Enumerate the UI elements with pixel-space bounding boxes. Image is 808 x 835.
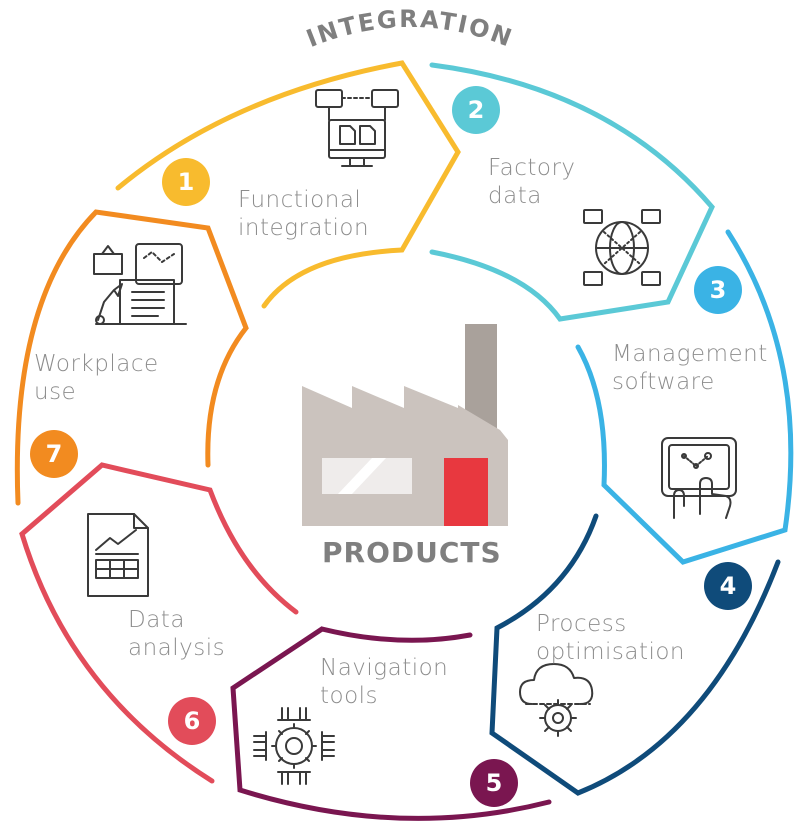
step-label-1-line2: integration <box>238 215 370 241</box>
step-label-2-line1: Factory <box>488 155 576 181</box>
step-label-6-line1: Data <box>128 607 185 633</box>
step-label-7-line1: Workplace <box>34 351 159 377</box>
step-label-1: Functional integration <box>238 186 369 242</box>
step-label-6: Data analysis <box>128 606 225 662</box>
step-label-4-line2: optimisation <box>536 639 686 665</box>
step-label-6-line2: analysis <box>128 635 226 661</box>
workstation-icon <box>93 243 187 325</box>
step-badge-7: 7 <box>30 430 78 478</box>
segment-5-arc <box>230 626 552 821</box>
step-badge-6: 6 <box>168 697 216 745</box>
computer-network-icon <box>315 89 399 167</box>
step-label-5: Navigation tools <box>320 654 448 710</box>
segment-3-arc <box>575 229 794 565</box>
cloud-gear-icon <box>519 663 594 737</box>
step-label-4-line1: Process <box>536 611 627 637</box>
step-label-4: Process optimisation <box>536 610 685 666</box>
step-label-2-line2: data <box>488 183 542 209</box>
step-label-1-line1: Functional <box>238 187 362 213</box>
step-label-3-line1: Management <box>612 341 768 367</box>
step-badge-1: 1 <box>162 158 210 206</box>
step-label-3-line2: software <box>612 369 715 395</box>
report-chart-icon <box>87 513 149 597</box>
diagram-title: INTEGRATION <box>303 5 518 53</box>
step-badge-2: 2 <box>452 86 500 134</box>
step-label-5-line2: tools <box>320 683 379 709</box>
segment-4-arc <box>489 513 781 796</box>
step-label-7: Workplace use <box>34 350 159 406</box>
factory-illustration <box>302 324 508 526</box>
step-label-7-line2: use <box>34 379 77 405</box>
center-label: PRODUCTS <box>322 536 502 569</box>
step-badge-4: 4 <box>704 562 752 610</box>
step-label-5-line1: Navigation <box>320 655 449 681</box>
factory-door <box>444 458 488 526</box>
segment-7-arc <box>14 209 249 506</box>
step-badge-3: 3 <box>694 266 742 314</box>
step-label-2: Factory data <box>488 154 576 210</box>
globe-network-icon <box>583 209 661 286</box>
step-label-3: Management software <box>612 340 768 396</box>
segment-1-arc <box>115 60 461 309</box>
segment-6-arc <box>19 462 299 784</box>
segment-2-arc <box>429 62 715 322</box>
step-badge-5: 5 <box>470 759 518 807</box>
touch-screen-icon <box>661 437 737 519</box>
factory-window-glare <box>338 458 386 494</box>
chip-gear-icon <box>253 707 335 785</box>
